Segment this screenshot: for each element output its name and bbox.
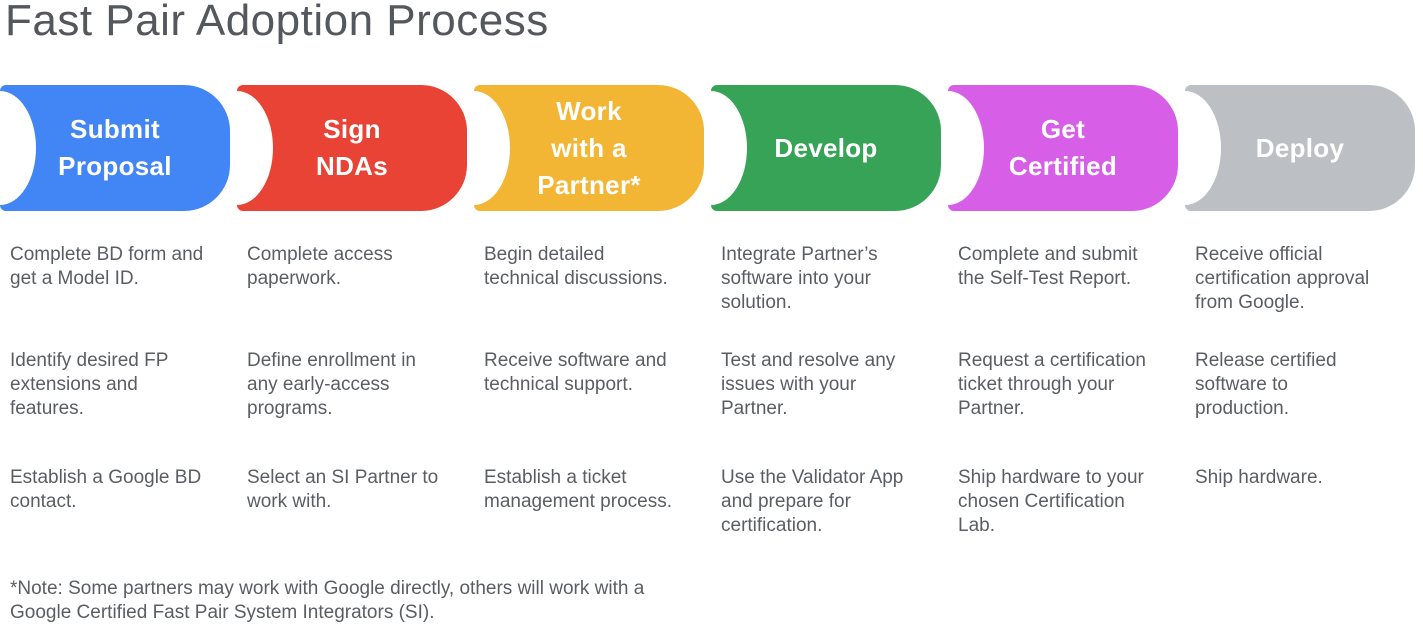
footnote: *Note: Some partners may work with Googl… xyxy=(10,578,645,623)
step-description: Receive software and technical support. xyxy=(484,350,667,395)
step-description: Complete access paperwork. xyxy=(247,244,393,289)
stage-develop: Develop xyxy=(711,85,941,211)
step-description: Establish a Google BD contact. xyxy=(10,467,202,512)
step-description: Identify desired FP extensions and featu… xyxy=(10,350,169,419)
stage-label: Submit Proposal xyxy=(58,114,172,181)
stage-get-certified: Get Certified xyxy=(948,85,1178,211)
step-description: Begin detailed technical discussions. xyxy=(484,244,668,289)
step-description: Select an SI Partner to work with. xyxy=(247,467,439,512)
stage-label: Get Certified xyxy=(1008,114,1118,181)
step-description: Integrate Partner’s software into your s… xyxy=(721,244,878,313)
page-title: Fast Pair Adoption Process xyxy=(5,0,549,45)
stage-label: Sign NDAs xyxy=(316,114,388,181)
step-description: Receive official certification approval … xyxy=(1195,244,1370,313)
step-description: Request a certification ticket through y… xyxy=(958,350,1146,419)
step-description: Test and resolve any issues with your Pa… xyxy=(721,350,896,419)
stage-label: Deploy xyxy=(1255,132,1345,163)
stage-label: Develop xyxy=(774,132,878,163)
stage-arrow-shape xyxy=(237,85,467,211)
stage-arrow-shape xyxy=(948,85,1178,211)
stage-arrow-shape xyxy=(1185,85,1415,211)
stage-deploy: Deploy xyxy=(1185,85,1415,211)
step-description: Release certified software to production… xyxy=(1195,350,1337,419)
step-description: Complete and submit the Self-Test Report… xyxy=(958,244,1138,289)
stage-arrow-shape xyxy=(711,85,941,211)
step-description: Establish a ticket management process. xyxy=(484,467,672,512)
stage-arrow-shape xyxy=(474,85,704,211)
stage-step-grid: Complete BD form and get a Model ID. Ide… xyxy=(0,243,1422,538)
step-description: Ship hardware to your chosen Certificati… xyxy=(958,467,1144,536)
step-description: Complete BD form and get a Model ID. xyxy=(10,244,204,289)
stage-work-with-partner: Work with a Partner* xyxy=(474,85,704,211)
step-description: Define enrollment in any early-access pr… xyxy=(247,350,416,419)
stage-submit-proposal: Submit Proposal xyxy=(0,85,230,211)
step-description: Ship hardware. xyxy=(1195,467,1323,488)
stage-sign-ndas: Sign NDAs xyxy=(237,85,467,211)
process-stages: Submit Proposal Sign NDAs Work with a Pa… xyxy=(0,85,1415,211)
step-description: Use the Validator App and prepare for ce… xyxy=(721,467,904,536)
stage-arrow-shape xyxy=(0,85,230,211)
stage-label: Work with a Partner* xyxy=(537,95,641,200)
